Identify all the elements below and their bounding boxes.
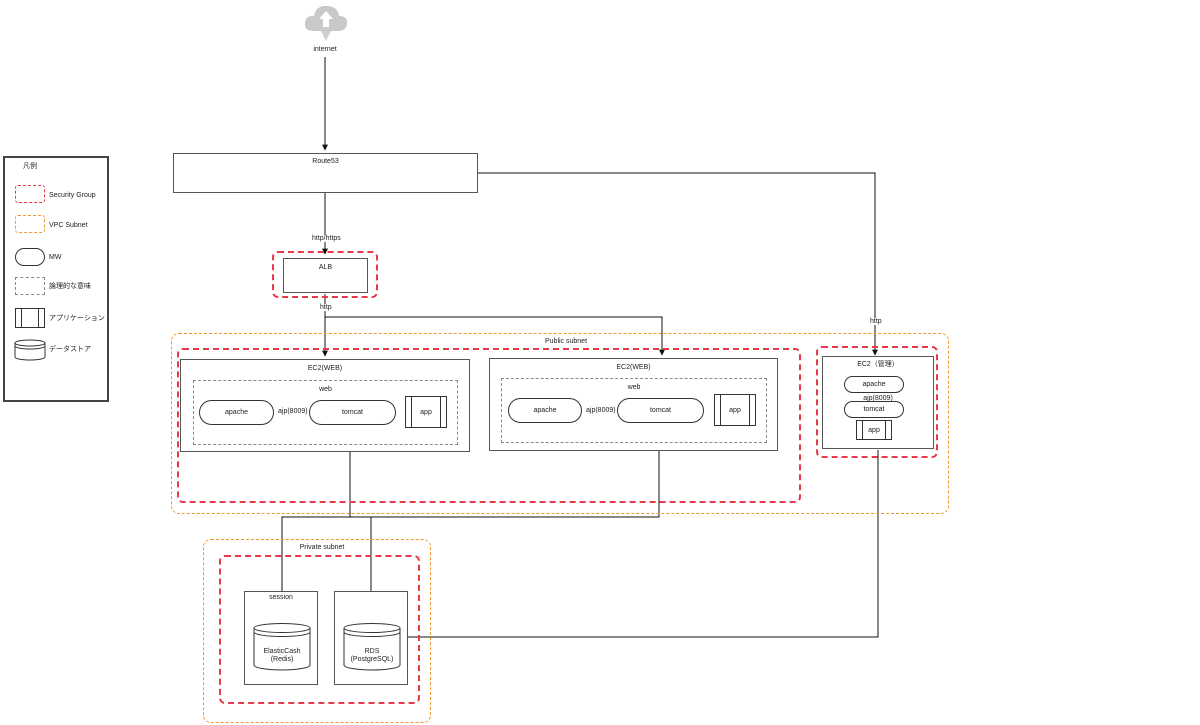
- public-subnet-label: Public subnet: [544, 338, 588, 345]
- legend-vpc-subnet-label: VPC Subnet: [49, 222, 88, 229]
- ec2-admin-app: app: [856, 420, 892, 440]
- private-subnet-label: Private subnet: [299, 544, 345, 551]
- line-route53-admin: [478, 172, 878, 356]
- ec2-web-1: EC2(WEB) web apache tomcat app: [180, 359, 470, 452]
- ec2-admin: EC2（管理） apache ajp(8009) tomcat app: [822, 356, 934, 449]
- ec2-web-1-group-label: web: [319, 386, 332, 393]
- internet-label: internet: [313, 46, 337, 53]
- line-web2-redis: [279, 425, 660, 631]
- route53-box: Route53: [173, 153, 478, 193]
- legend-datastore-label: データストア: [49, 346, 91, 353]
- legend-security-group-label: Security Group: [49, 192, 96, 199]
- public-subnet: [171, 333, 949, 514]
- ec2-web-2: EC2(WEB) web apache tomcat app: [489, 358, 778, 451]
- legend-security-group-swatch: [15, 185, 45, 203]
- ec2-admin-apache: apache: [844, 376, 904, 393]
- alb-label: ALB: [318, 264, 333, 271]
- line-alb-web2: [325, 316, 665, 356]
- cloud-upload-icon: [304, 5, 348, 41]
- ec2-admin-ajp-label: ajp(8009): [863, 395, 893, 402]
- legend-datastore-swatch: [14, 339, 46, 361]
- legend-app-label: アプリケーション: [49, 315, 105, 322]
- private-subnet: [203, 539, 431, 723]
- legend-vpc-subnet-swatch: [15, 215, 45, 233]
- rds-label-2: (PostgreSQL): [350, 656, 394, 663]
- legend-mw-swatch: [15, 248, 45, 266]
- web-security-group: [177, 348, 801, 503]
- ec2-web-2-apache: apache: [508, 398, 582, 423]
- ec2-web-2-web-group: web apache tomcat app: [501, 378, 767, 443]
- ec2-web-1-web-group: web apache tomcat app: [193, 380, 458, 445]
- ec2-web-1-tomcat: tomcat: [309, 400, 396, 425]
- legend-title: 凡例: [23, 163, 37, 170]
- ec2-web-2-title: EC2(WEB): [616, 364, 651, 371]
- rds-label-1: RDS: [364, 648, 380, 655]
- line-admin-rds: [394, 450, 879, 640]
- legend-logical-label: 論理的な意味: [49, 283, 91, 290]
- http-https-label: http/https: [311, 235, 342, 242]
- session-label: session: [269, 594, 293, 601]
- http-admin-label: http: [869, 318, 883, 325]
- ec2-web-1-apache: apache: [199, 400, 274, 425]
- http-alb-label: http: [319, 304, 333, 311]
- ec2-web-2-app: app: [714, 394, 756, 426]
- elasticache-label-2: (Redis): [270, 656, 294, 663]
- elasticache-datastore-icon: [253, 623, 311, 671]
- admin-security-group: [816, 346, 938, 458]
- ec2-web-1-ajp-label: ajp(8009): [277, 408, 309, 415]
- rds-datastore-icon: [343, 623, 401, 671]
- alb-security-group: [272, 251, 378, 298]
- alb-box: ALB: [283, 258, 368, 293]
- legend-app-swatch: [15, 308, 45, 328]
- legend-panel: 凡例 Security Group VPC Subnet MW 論理的な意味 ア…: [3, 156, 109, 402]
- legend-mw-label: MW: [49, 254, 62, 261]
- datastore-security-group: [219, 555, 420, 704]
- ec2-web-2-ajp-label: ajp(8009): [585, 407, 617, 414]
- ec2-web-1-app: app: [405, 396, 447, 428]
- ec2-web-1-title: EC2(WEB): [307, 365, 343, 372]
- legend-logical-swatch: [15, 277, 45, 295]
- route53-label: Route53: [312, 158, 339, 165]
- ec2-admin-title: EC2（管理）: [857, 361, 899, 368]
- ec2-web-2-group-label: web: [627, 384, 641, 391]
- elasticache-label-1: ElasticCash: [263, 648, 301, 655]
- ec2-web-2-tomcat: tomcat: [617, 398, 704, 423]
- ec2-admin-tomcat: tomcat: [844, 401, 904, 418]
